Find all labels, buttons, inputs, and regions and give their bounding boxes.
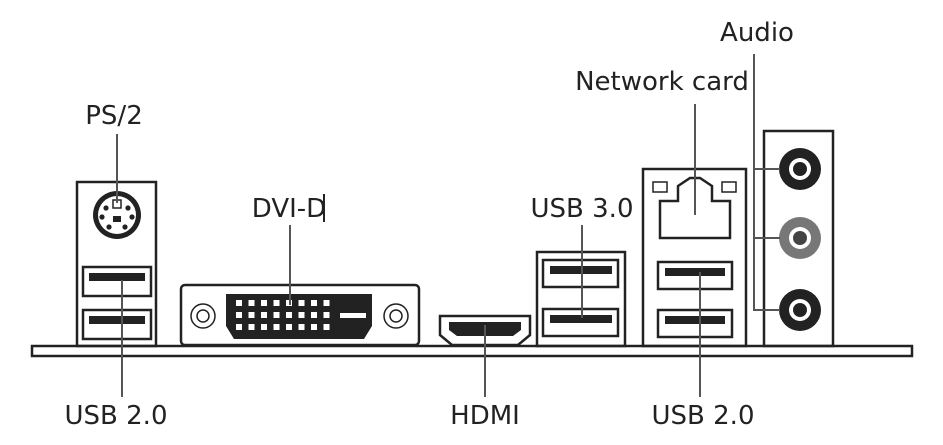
usb2-port-right-bottom [656,308,734,339]
io-shield-baseplate [30,344,914,358]
dvi-pin [248,324,255,330]
label-dvi-d: DVI-D [252,194,326,224]
ps2-port [93,191,141,239]
dvi-pin [261,324,267,330]
dvi-pin [311,324,317,330]
dvi-pin [286,312,292,318]
dvi-pin [311,312,317,318]
dvi-pin [248,300,255,306]
usb2-port-right-top [656,260,734,291]
dvi-pin [248,312,255,318]
dvi-pin [261,312,267,318]
dvi-pin [311,300,317,306]
dvi-pin [273,300,280,306]
dvi-pin [273,324,280,330]
dvi-pin [236,312,242,318]
dvi-pin [273,312,280,318]
dvi-pin [323,300,330,306]
network-usb-stack [641,167,748,348]
label-ps2: PS/2 [85,101,142,131]
dvi-pin [323,324,330,330]
label-usb2-right: USB 2.0 [652,401,755,431]
dvi-d-port [179,283,421,347]
dvi-pin [323,312,330,318]
audio-panel [762,129,835,348]
dvi-pin [236,300,242,306]
dvi-pin [261,300,267,306]
dvi-pin [298,300,305,306]
leader-lines [116,54,780,397]
usb3-port-top [541,258,620,289]
audio-jack-middle [779,217,821,259]
dvi-pin-grid [236,300,330,330]
dvi-pin [286,324,292,330]
label-hdmi: HDMI [450,401,520,431]
dvi-pin [298,312,305,318]
usb2-port-left-top [81,265,153,298]
label-usb3: USB 3.0 [531,194,634,224]
dvi-pin [298,324,305,330]
label-usb2-left: USB 2.0 [65,401,168,431]
rj45-port [658,176,732,240]
audio-jack-bottom [779,289,821,331]
usb2-port-left-bottom [81,308,153,341]
usb3-port-bottom [541,307,620,338]
label-network-card: Network card [575,67,749,97]
audio-jack-top [779,148,821,190]
ps2-usb-stack [75,180,158,348]
label-audio: Audio [720,18,794,48]
dvi-pin [236,324,242,330]
